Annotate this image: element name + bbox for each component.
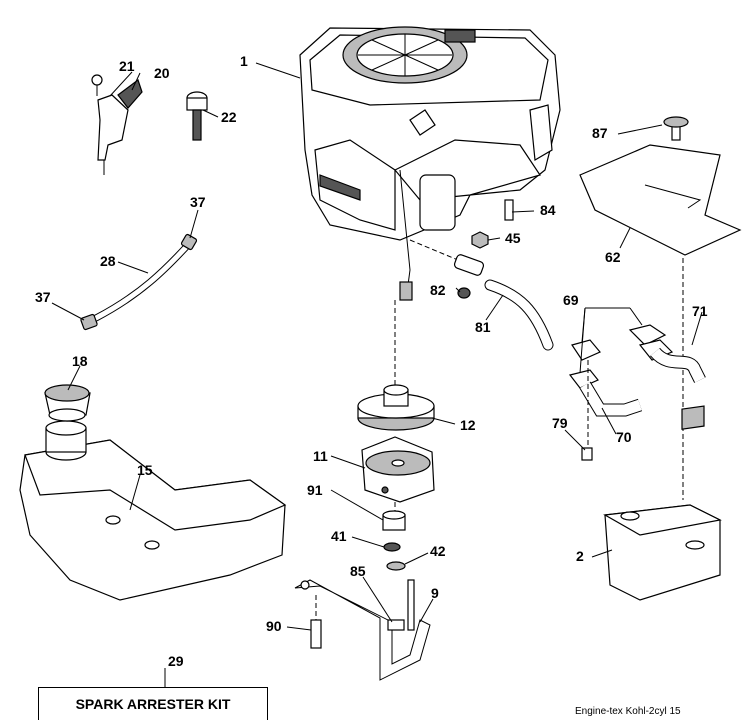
callout-69: 69 bbox=[563, 292, 579, 308]
callout-81: 81 bbox=[475, 319, 491, 335]
electric-clutch bbox=[361, 436, 435, 503]
callout-9: 9 bbox=[431, 585, 439, 601]
callout-1: 1 bbox=[240, 53, 248, 69]
callout-84: 84 bbox=[540, 202, 556, 218]
callout-70: 70 bbox=[616, 429, 632, 445]
callout-45: 45 bbox=[505, 230, 521, 246]
callout-15: 15 bbox=[137, 462, 153, 478]
callout-2: 2 bbox=[576, 548, 584, 564]
mount-bracket bbox=[294, 579, 431, 681]
callout-90: 90 bbox=[266, 618, 282, 634]
control-bracket bbox=[91, 74, 143, 175]
muffler bbox=[603, 405, 722, 601]
callout-20: 20 bbox=[154, 65, 170, 81]
leader-lines bbox=[51, 62, 703, 687]
exhaust-pipes bbox=[568, 324, 706, 461]
engine bbox=[299, 26, 561, 301]
callout-62: 62 bbox=[605, 249, 621, 265]
fuel-line bbox=[80, 233, 198, 331]
callout-12: 12 bbox=[460, 417, 476, 433]
fuel-tank bbox=[19, 420, 287, 601]
callout-91: 91 bbox=[307, 482, 323, 498]
spacer bbox=[382, 510, 406, 531]
callout-71: 71 bbox=[692, 303, 708, 319]
callout-42: 42 bbox=[430, 543, 446, 559]
washer-41 bbox=[383, 542, 401, 552]
washer-42 bbox=[386, 561, 406, 571]
callout-82: 82 bbox=[430, 282, 446, 298]
choke-knob bbox=[186, 91, 208, 141]
callout-22: 22 bbox=[221, 109, 237, 125]
callout-85: 85 bbox=[350, 563, 366, 579]
callout-29: 29 bbox=[168, 653, 184, 669]
footer-reference: Engine-tex Kohl-2cyl 15 bbox=[575, 706, 681, 717]
callout-11: 11 bbox=[313, 448, 328, 464]
callout-41: 41 bbox=[331, 528, 347, 544]
callout-87: 87 bbox=[592, 125, 608, 141]
callout-18: 18 bbox=[72, 353, 88, 369]
callout-37-lower: 37 bbox=[35, 289, 51, 305]
callout-79: 79 bbox=[552, 415, 568, 431]
spark-arrester-kit-label: SPARK ARRESTER KIT bbox=[38, 687, 268, 720]
fuel-filter-area bbox=[453, 199, 554, 351]
callout-28: 28 bbox=[100, 253, 116, 269]
heat-shield bbox=[579, 116, 742, 500]
callout-labels: 1 21 20 22 37 28 37 18 15 84 45 82 81 87… bbox=[35, 53, 708, 669]
callout-37-upper: 37 bbox=[190, 194, 206, 210]
callout-21: 21 bbox=[119, 58, 135, 74]
fuel-cap bbox=[44, 384, 91, 422]
engine-pulley bbox=[357, 384, 435, 431]
